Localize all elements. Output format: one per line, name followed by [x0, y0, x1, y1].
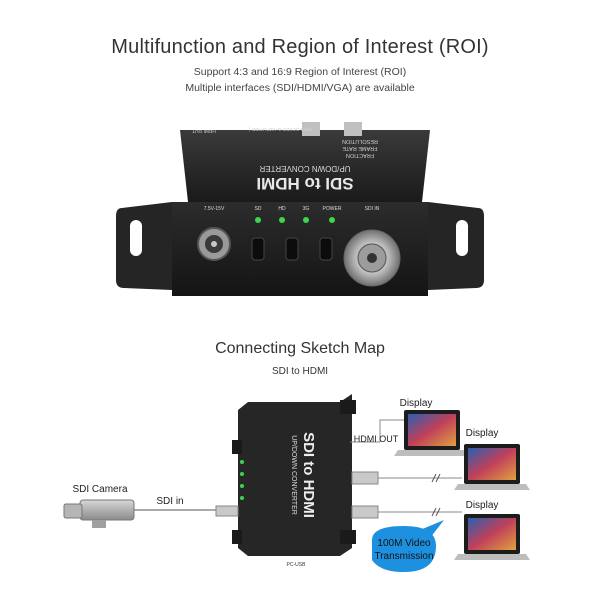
device-subtitle-label: UP/DOWN CONVERTER: [259, 164, 350, 173]
led-3g-label: 3G: [303, 206, 310, 212]
sketch-device-name: SDI to HDMI: [300, 432, 317, 518]
frame-rate-button[interactable]: [285, 237, 299, 261]
sketch-map-title: Connecting Sketch Map: [215, 340, 385, 357]
device-name-label: SDI to HDMI: [256, 174, 353, 193]
feature-line-1: Support 4:3 and 16:9 Region of Interest …: [193, 66, 407, 78]
fraction-button[interactable]: [251, 237, 265, 261]
connection-sketch: SDI Camera SDI in SDI to HDMI UP/DOWN CO…: [63, 394, 530, 572]
display-label-3: Display: [466, 500, 499, 511]
display-label-2: Display: [466, 428, 499, 439]
hdmi-cable: [350, 419, 408, 443]
fraction-label: FRACTION: [346, 152, 374, 158]
resolution-button[interactable]: [319, 237, 333, 261]
frame-rate-label: FRAME RATE: [342, 145, 377, 151]
converter-device-image: SDI to HDMI UP/DOWN CONVERTER FRACTION F…: [116, 122, 484, 296]
page-title: Multifunction and Region of Interest (RO…: [111, 36, 489, 58]
sketch-device-subtitle: UP/DOWN CONVERTER: [290, 435, 297, 515]
sketch-map-subtitle: SDI to HDMI: [271, 366, 329, 377]
sdi-in-port-label: SDI IN: [365, 206, 380, 212]
led-power-indicator: [329, 217, 335, 223]
display-label-1: Display: [400, 398, 433, 409]
bubble-text-line-2: Transmission: [374, 551, 433, 562]
hdmi-out-label: HDMI OUT: [354, 434, 399, 444]
transmission-bubble: [372, 520, 444, 572]
sdi-camera-label: SDI Camera: [72, 484, 127, 495]
sdi-in-label: SDI in: [156, 496, 183, 507]
converter-device-sketch: [215, 394, 379, 556]
reclocked-label: ( RECLOCKED & AMPLIFIED ): [248, 126, 315, 132]
led-hd-indicator: [279, 217, 285, 223]
display-laptop-1: [394, 410, 470, 456]
feature-line-2: Multiple interfaces (SDI/HDMI/VGA) are a…: [185, 82, 415, 94]
pc-usb-label: PC-USB: [287, 562, 307, 568]
power-port-label: 7.5V-15V: [204, 206, 225, 212]
led-sd-label: SD: [255, 206, 262, 212]
resolution-label: RESOLUTION: [342, 138, 378, 144]
bubble-text-line-1: 100M Video: [377, 538, 431, 549]
sdi-camera-icon: [63, 499, 135, 528]
display-laptop-2: [454, 444, 530, 490]
led-hd-label: HD: [278, 206, 286, 212]
hdmi-out-label: HDMI OUT: [192, 128, 216, 134]
display-laptop-3: [454, 514, 530, 560]
led-sd-indicator: [255, 217, 261, 223]
led-3g-indicator: [303, 217, 309, 223]
led-power-label: POWER: [323, 206, 342, 212]
